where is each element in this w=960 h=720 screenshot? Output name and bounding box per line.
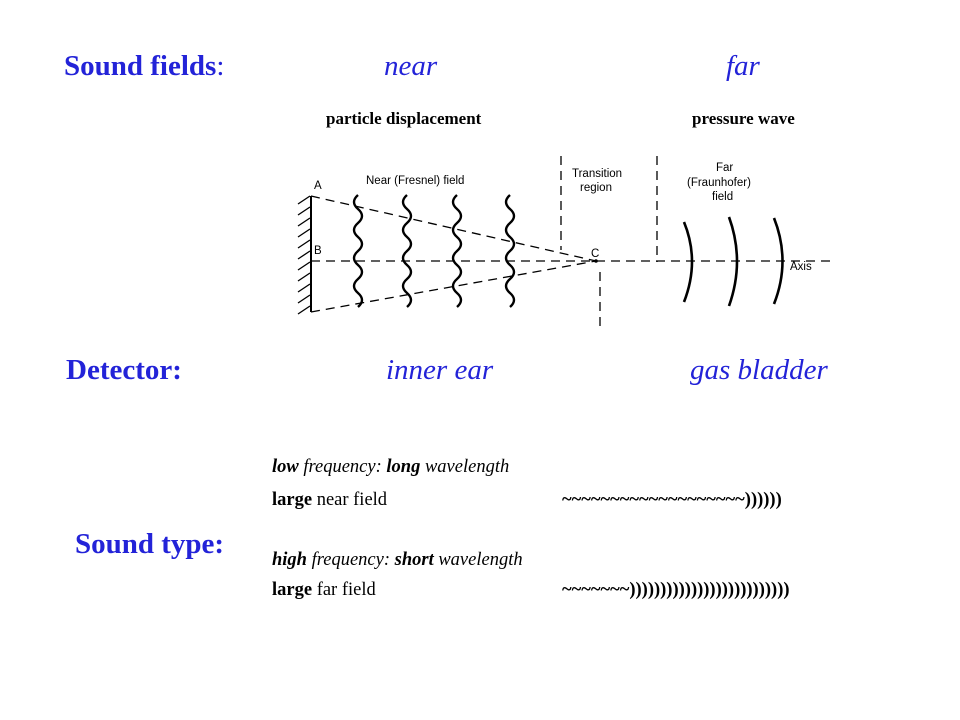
high-frequency-line: high frequency: short wavelength	[272, 550, 523, 570]
near-wavefront-4	[504, 194, 516, 308]
source-wall	[297, 195, 312, 315]
low-word: low	[272, 457, 299, 477]
near-wavefront-2	[401, 194, 413, 308]
sound-fields-colon: :	[216, 50, 225, 82]
near-field-wavefronts	[352, 194, 516, 308]
sound-fields-heading: Sound fields:	[64, 50, 224, 83]
large-near-field-line: large near field	[272, 490, 388, 510]
far-field-wavefronts	[682, 216, 784, 307]
label-a: A	[314, 180, 322, 192]
large-far-field-line: large far field	[272, 580, 376, 600]
transition-boundaries	[560, 156, 658, 326]
point-c-marker	[594, 259, 598, 263]
far-wavefront-2	[727, 216, 739, 307]
sound-type-label: Sound type:	[75, 528, 225, 560]
detector-gas-bladder: gas bladder	[690, 354, 828, 386]
near-field-title: Near (Fresnel) field	[366, 175, 464, 187]
sound-fields-label: Sound fields	[64, 50, 217, 82]
low-frequency-symbol: ~~~~~~~~~~~~~~~~~~~))))))	[562, 490, 782, 510]
far-heading: far	[726, 50, 760, 82]
particle-displacement-label: particle displacement	[326, 109, 482, 128]
near-wavefront-1	[352, 194, 364, 308]
detector-label: Detector:	[66, 354, 182, 386]
short-word: short	[394, 550, 434, 570]
near-wavefront-3	[451, 194, 463, 308]
near-heading: near	[384, 50, 438, 82]
long-word: long	[386, 457, 421, 477]
low-frequency-line: low frequency: long wavelength	[272, 457, 510, 477]
beam-lines	[310, 195, 832, 313]
axis-label: Axis	[790, 261, 812, 273]
label-c: C	[591, 248, 599, 260]
transition-label-line1: Transition	[572, 168, 622, 180]
label-b: B	[314, 245, 322, 257]
far-field-label-line2: (Fraunhofer)	[687, 177, 751, 189]
far-wavefront-1	[682, 221, 694, 303]
detector-inner-ear: inner ear	[386, 354, 494, 386]
far-field-label-line1: Far	[716, 162, 733, 174]
pressure-wave-label: pressure wave	[692, 109, 795, 128]
high-frequency-symbol: ~~~~~~~))))))))))))))))))))))))))	[562, 580, 790, 600]
far-field-label-line3: field	[712, 191, 733, 203]
far-wavefront-3	[772, 217, 784, 305]
high-word: high	[272, 550, 307, 570]
transition-label-line2: region	[580, 182, 612, 194]
